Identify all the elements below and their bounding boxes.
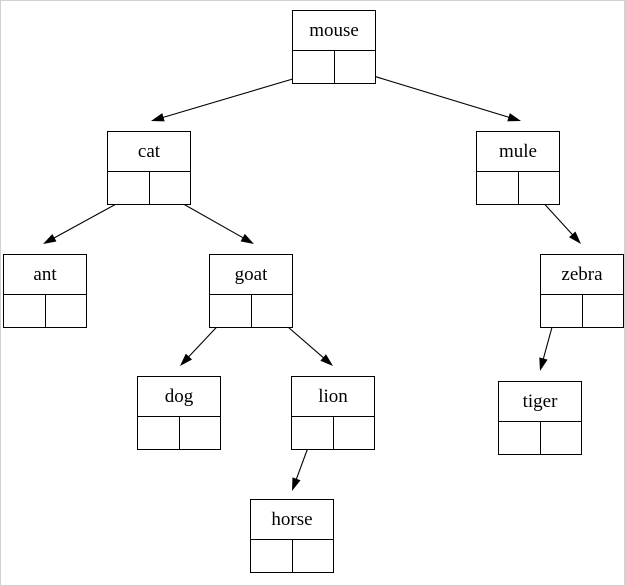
left-pointer-cell[interactable] — [477, 172, 519, 204]
node-pointer-row — [138, 417, 220, 449]
edge-line — [356, 70, 511, 119]
tree-node-tiger[interactable]: tiger — [498, 381, 582, 455]
node-pointer-row — [210, 295, 292, 327]
node-label: ant — [4, 255, 86, 295]
left-pointer-cell[interactable] — [138, 417, 180, 449]
node-pointer-row — [541, 295, 623, 327]
left-pointer-cell[interactable] — [210, 295, 252, 327]
right-pointer-cell[interactable] — [541, 422, 582, 454]
node-pointer-row — [251, 540, 333, 572]
tree-node-mouse[interactable]: mouse — [292, 10, 376, 84]
edge-arrowhead — [240, 233, 254, 244]
node-label: tiger — [499, 382, 581, 422]
tree-edge-mouse-to-cat — [151, 72, 314, 122]
right-pointer-cell[interactable] — [180, 417, 221, 449]
node-label: mule — [477, 132, 559, 172]
left-pointer-cell[interactable] — [108, 172, 150, 204]
node-pointer-row — [108, 172, 190, 204]
right-pointer-cell[interactable] — [252, 295, 293, 327]
tree-node-zebra[interactable]: zebra — [540, 254, 624, 328]
node-label: mouse — [293, 11, 375, 51]
node-pointer-row — [477, 172, 559, 204]
left-pointer-cell[interactable] — [499, 422, 541, 454]
left-pointer-cell[interactable] — [251, 540, 293, 572]
edge-arrowhead — [180, 353, 193, 366]
node-label: cat — [108, 132, 190, 172]
edge-line — [161, 72, 314, 119]
edge-arrowhead — [43, 233, 57, 244]
right-pointer-cell[interactable] — [519, 172, 560, 204]
left-pointer-cell[interactable] — [292, 417, 334, 449]
right-pointer-cell[interactable] — [46, 295, 87, 327]
edge-arrowhead — [320, 354, 333, 366]
edge-arrowhead — [569, 231, 581, 244]
left-pointer-cell[interactable] — [541, 295, 583, 327]
right-pointer-cell[interactable] — [293, 540, 334, 572]
edge-arrowhead — [292, 477, 301, 491]
edge-arrowhead — [151, 113, 165, 122]
right-pointer-cell[interactable] — [335, 51, 376, 83]
node-label: horse — [251, 500, 333, 540]
node-pointer-row — [499, 422, 581, 454]
left-pointer-cell[interactable] — [4, 295, 46, 327]
tree-node-dog[interactable]: dog — [137, 376, 221, 450]
right-pointer-cell[interactable] — [334, 417, 375, 449]
node-label: zebra — [541, 255, 623, 295]
node-pointer-row — [293, 51, 375, 83]
tree-edge-mouse-to-mule — [356, 70, 521, 122]
node-label: dog — [138, 377, 220, 417]
right-pointer-cell[interactable] — [583, 295, 624, 327]
tree-node-goat[interactable]: goat — [209, 254, 293, 328]
left-pointer-cell[interactable] — [293, 51, 335, 83]
node-pointer-row — [292, 417, 374, 449]
right-pointer-cell[interactable] — [150, 172, 191, 204]
edge-arrowhead — [507, 113, 521, 122]
tree-node-lion[interactable]: lion — [291, 376, 375, 450]
node-label: goat — [210, 255, 292, 295]
node-pointer-row — [4, 295, 86, 327]
tree-node-cat[interactable]: cat — [107, 131, 191, 205]
tree-node-horse[interactable]: horse — [250, 499, 334, 573]
tree-node-mule[interactable]: mule — [476, 131, 560, 205]
edge-arrowhead — [539, 357, 548, 371]
tree-node-ant[interactable]: ant — [3, 254, 87, 328]
node-label: lion — [292, 377, 374, 417]
